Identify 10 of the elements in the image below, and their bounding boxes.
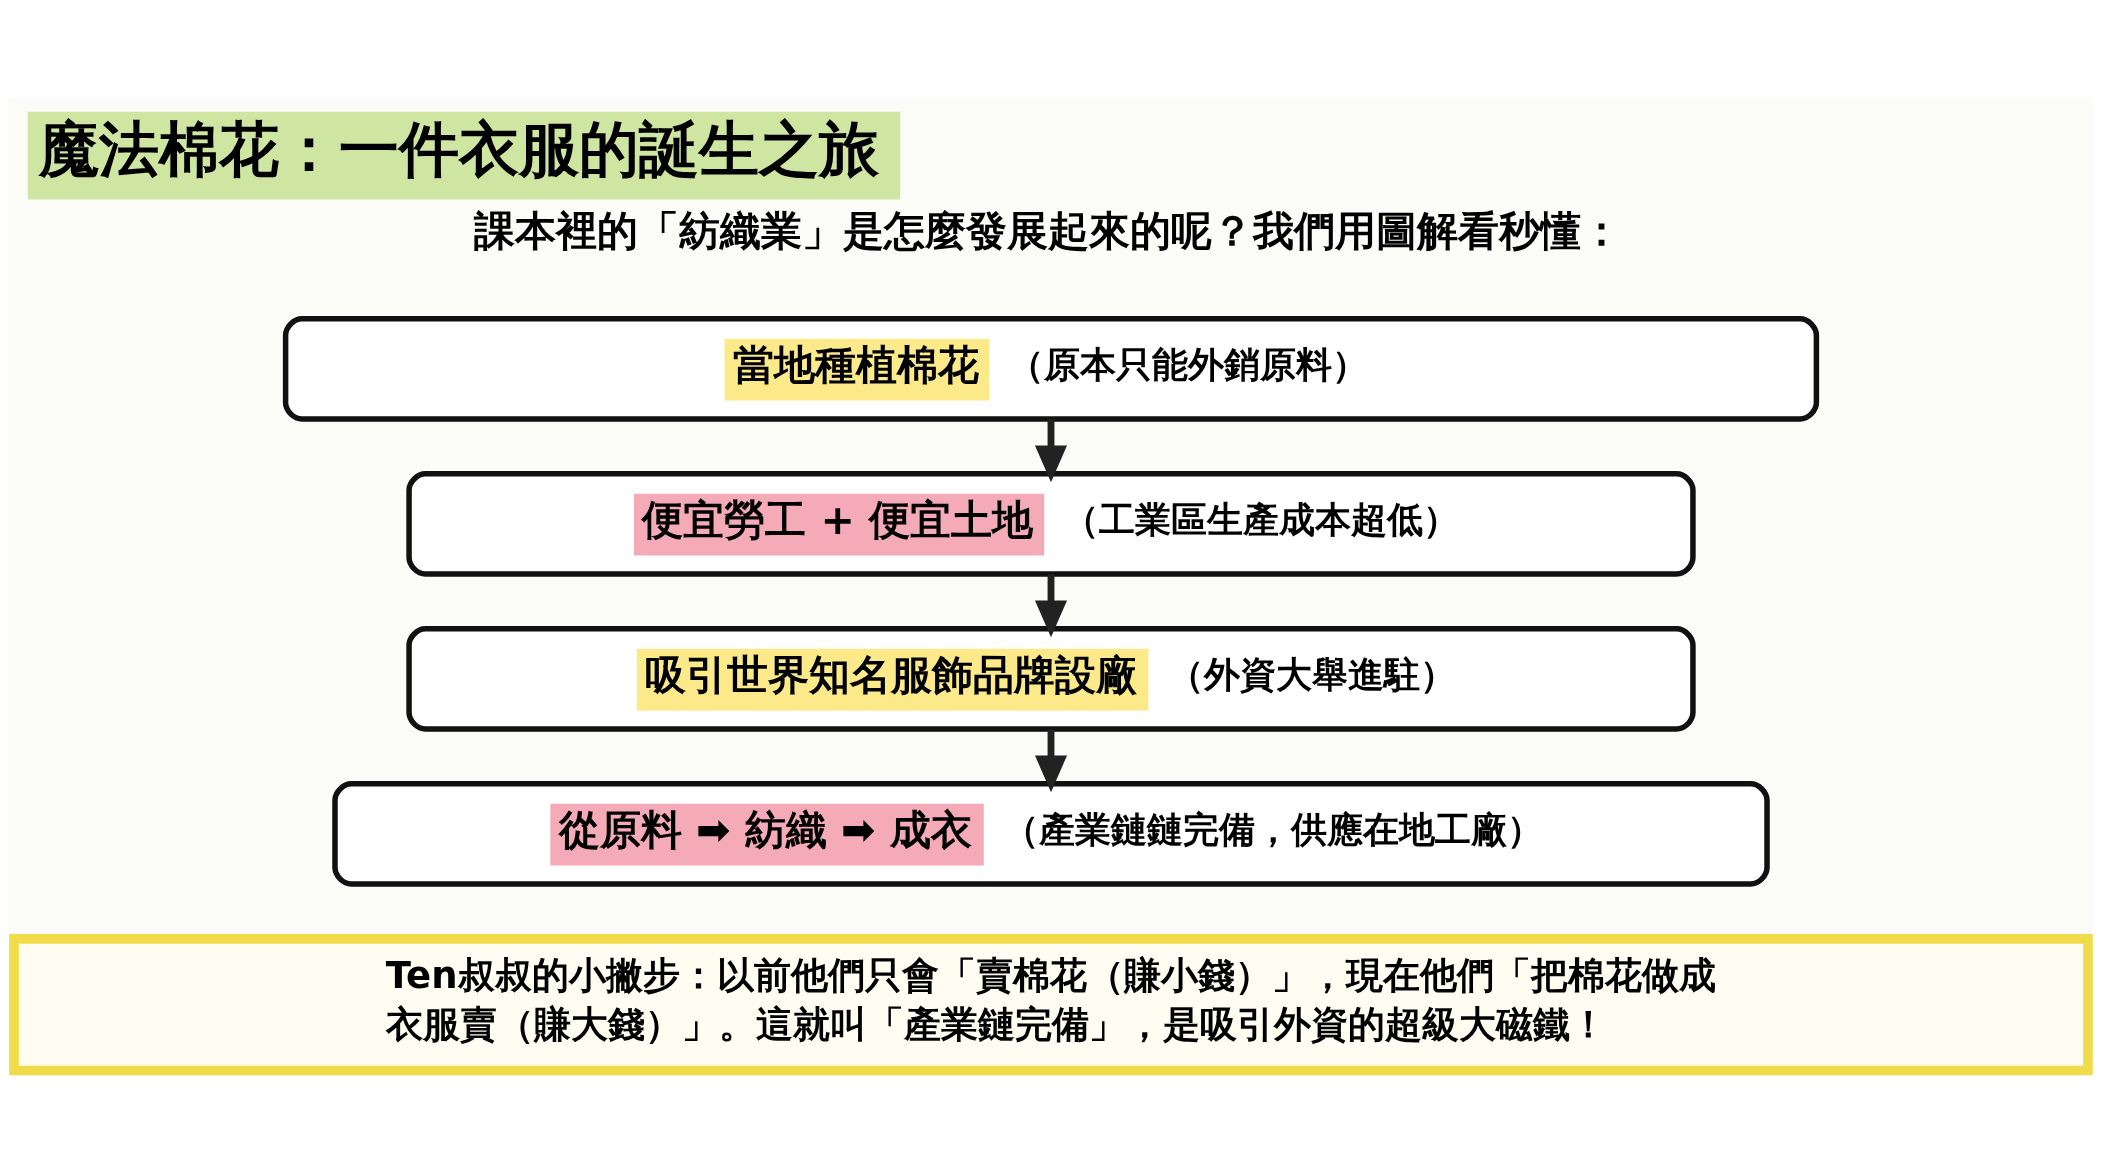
node-box: 從原料 ➡ 紡織 ➡ 成衣 （產業鏈鏈完備，供應在地工廠） (332, 781, 1770, 887)
arrow (1034, 729, 1068, 793)
node-box: 當地種植棉花 （原本只能外銷原料） (282, 316, 1820, 422)
arrow (1034, 419, 1068, 483)
diagram-title: 魔法棉花：一件衣服的誕生之旅 (38, 113, 879, 184)
node-box: Ten叔叔的小撇步：以前他們只會「賣棉花（賺小錢）」，現在他們「把棉花做成衣服賣（賺大錢）」。這就叫「產業鏈完備」，是吸引外資的超級大磁鐵！ (9, 934, 2093, 1076)
arrow (1034, 574, 1068, 638)
label: 課本裡的「紡織業」是怎麼發展起來的呢？我們用圖解看秒懂： (474, 206, 1623, 255)
node-box: 便宜勞工 + 便宜土地 （工業區生產成本超低） (406, 471, 1696, 577)
node-box: 吸引世界知名服飾品牌設廠 （外資大舉進駐） (406, 626, 1696, 732)
